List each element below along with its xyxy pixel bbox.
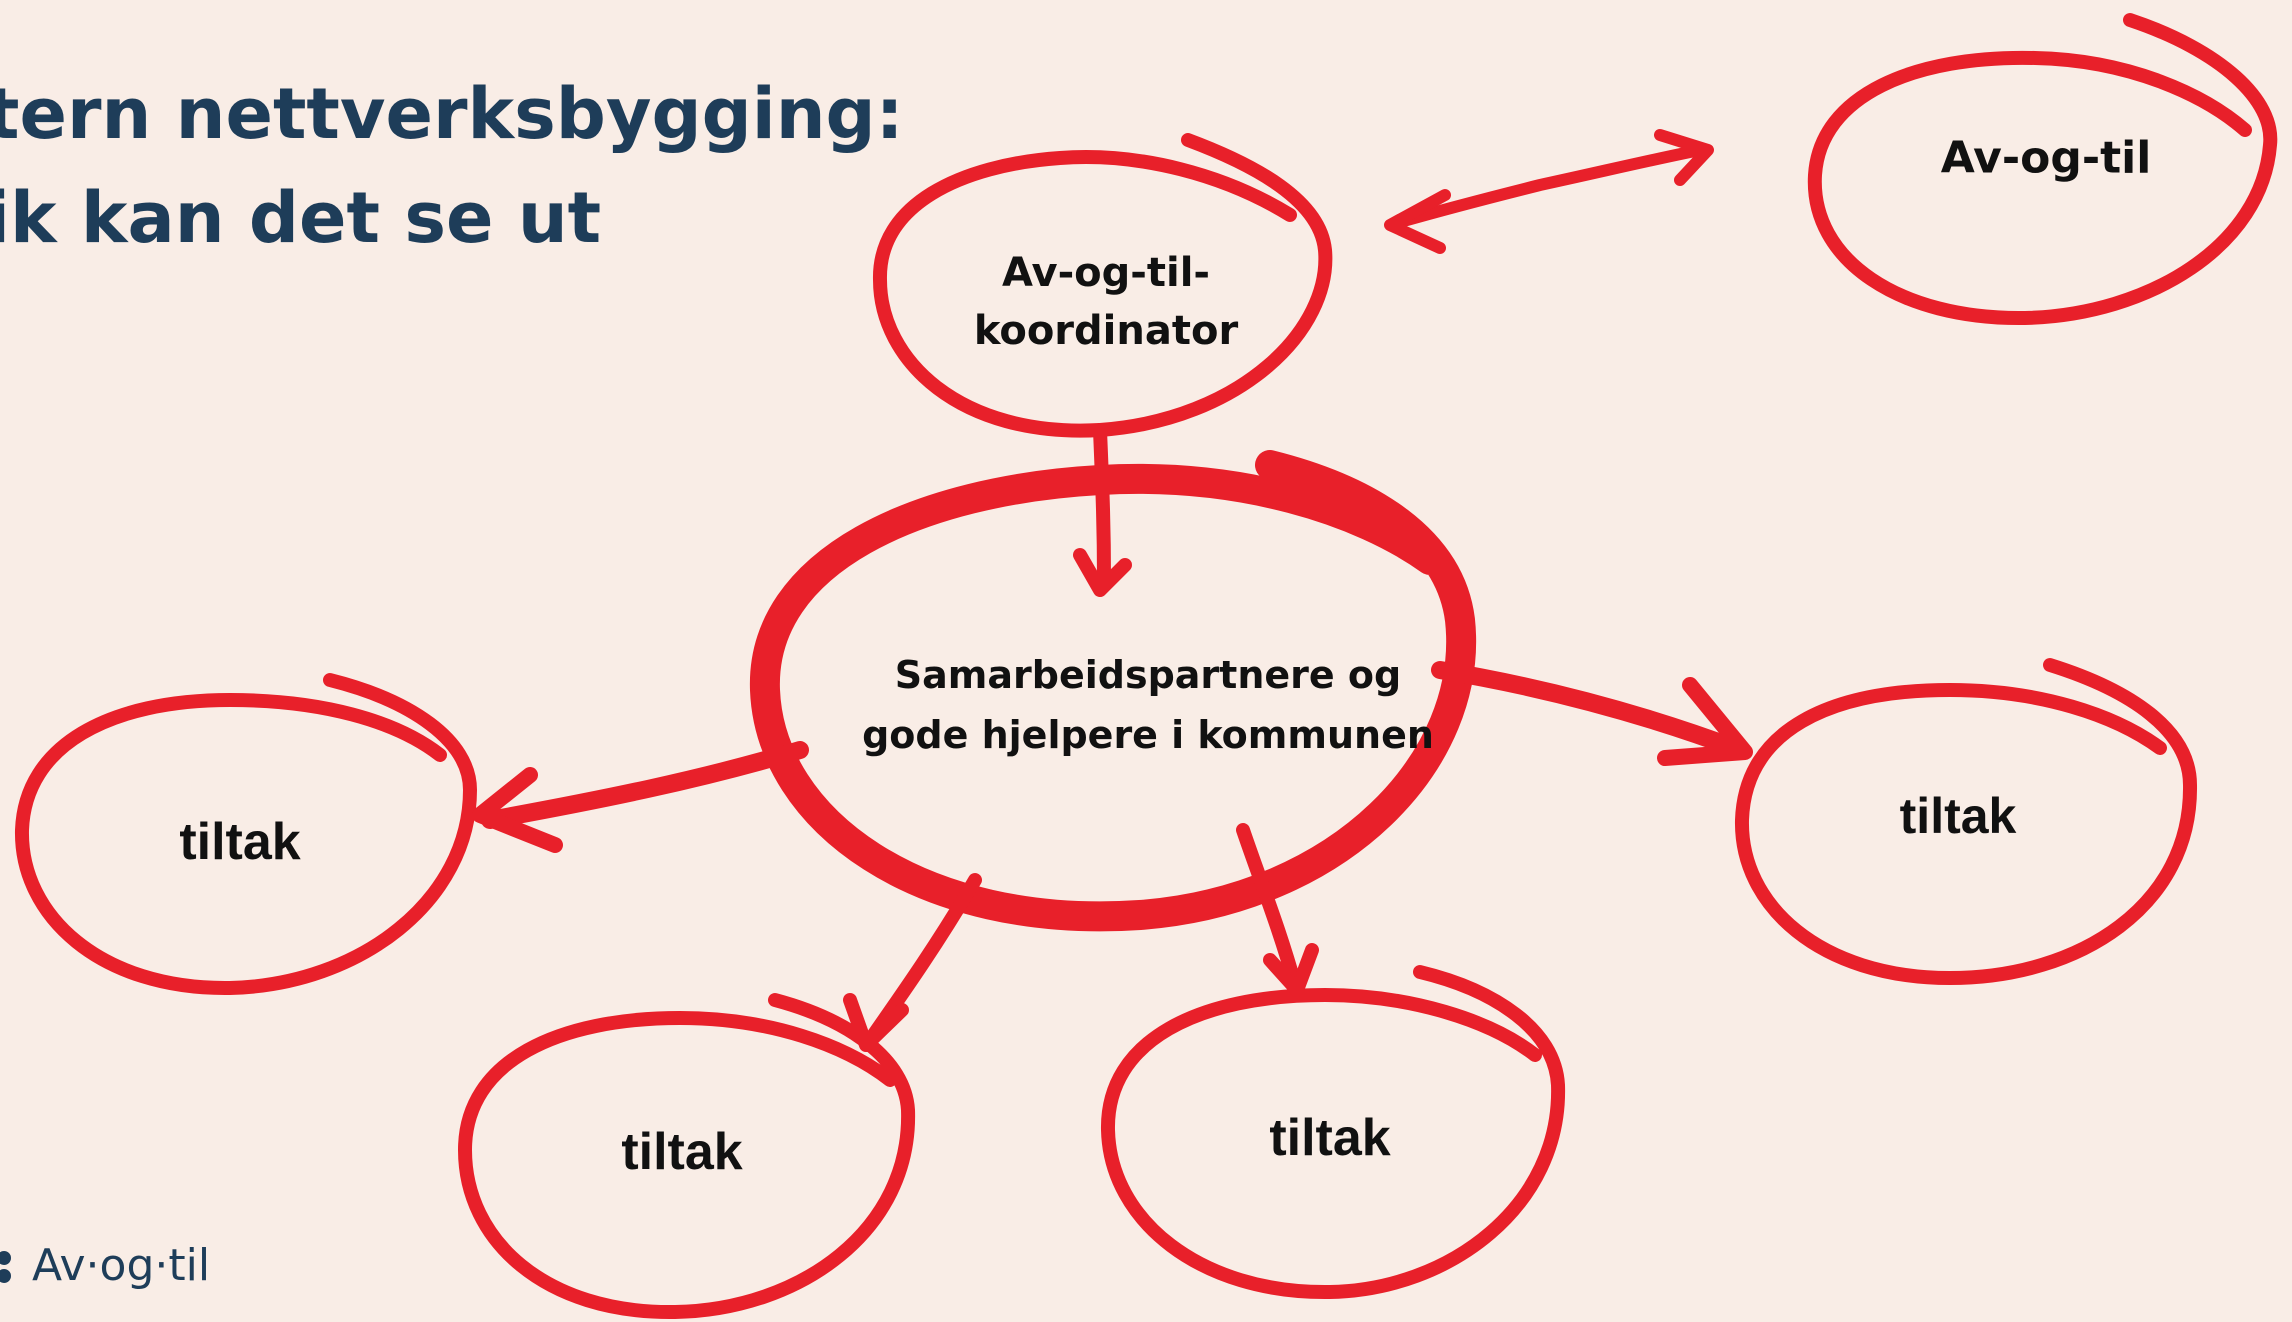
node-coordinator-line-2: koordinator bbox=[973, 308, 1239, 354]
arrow-to-tiltak-left bbox=[481, 741, 809, 829]
node-partners: Samarbeidspartnere og gode hjelpere i ko… bbox=[862, 645, 1434, 765]
node-tiltak-bottom-right: tiltak bbox=[1269, 1109, 1391, 1167]
arrow-to-tiltak-right bbox=[1431, 661, 1749, 759]
arrow-right-head bbox=[1657, 677, 1753, 766]
tiltak-right-circle bbox=[1734, 658, 2198, 985]
logo-text: Av·og·til bbox=[32, 1240, 211, 1291]
node-coordinator: Av-og-til- koordinator bbox=[974, 244, 1238, 360]
arrow-bottom-left-head bbox=[843, 993, 909, 1052]
arrow-bottom-right-head bbox=[1263, 943, 1319, 997]
arrow-coordinator-head bbox=[1073, 548, 1132, 597]
node-tiltak-right: tiltak bbox=[1899, 788, 2017, 844]
double-arrow-line bbox=[1394, 144, 1706, 228]
tiltak-bottom-left-circle bbox=[458, 993, 916, 1320]
arrow-to-tiltak-bottom-left bbox=[863, 873, 982, 1047]
node-partners-line-2: gode hjelpere i kommunen bbox=[862, 713, 1434, 757]
arrow-to-tiltak-bottom-right bbox=[1236, 823, 1302, 992]
node-av-og-til: Av-og-til bbox=[1940, 132, 2152, 184]
logo-icon bbox=[0, 1250, 11, 1283]
double-arrow-head-right bbox=[1654, 129, 1714, 186]
title-line-1: tern nettverksbygging: bbox=[0, 73, 904, 155]
tiltak-left-circle bbox=[14, 673, 477, 996]
arrow-coordinator-to-partners bbox=[1093, 423, 1111, 587]
node-coordinator-line-1: Av-og-til- bbox=[1001, 250, 1211, 296]
node-tiltak-left: tiltak bbox=[179, 813, 301, 871]
coordinator-circle bbox=[872, 133, 1333, 438]
arrow-left-head bbox=[472, 767, 563, 853]
node-partners-line-1: Samarbeidspartnere og bbox=[894, 653, 1402, 697]
title-line-2: ik kan det se ut bbox=[0, 177, 602, 259]
node-tiltak-bottom-left: tiltak bbox=[621, 1123, 743, 1181]
partners-circle bbox=[749, 450, 1477, 932]
double-arrow-head-left bbox=[1384, 189, 1451, 254]
page-title: tern nettverksbygging: ik kan det se ut bbox=[0, 62, 904, 270]
tiltak-bottom-right-circle bbox=[1100, 965, 1566, 1300]
logo: Av·og·til bbox=[0, 1240, 210, 1291]
av-og-til-circle bbox=[1807, 13, 2278, 326]
